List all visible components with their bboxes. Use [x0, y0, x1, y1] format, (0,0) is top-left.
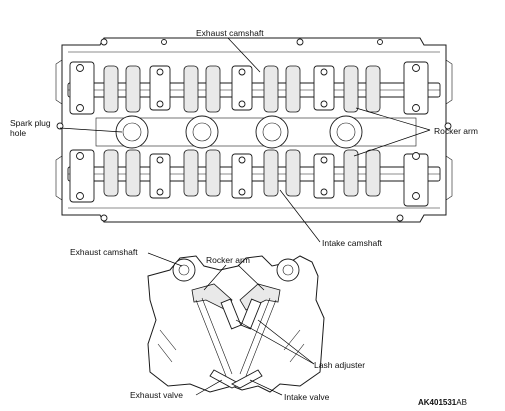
label-exhaust-camshaft-top: Exhaust camshaft: [196, 28, 264, 38]
section-intake-camshaft: [276, 258, 300, 282]
leader-lines: [59, 37, 431, 396]
rocker-arms-upper: [103, 65, 381, 113]
label-rocker-arm-bottom: Rocker arm: [206, 255, 250, 265]
rocker-arms-lower: [103, 149, 381, 197]
label-lash-adjuster: Lash adjuster: [314, 360, 366, 370]
cylinder-head-cross-section: [147, 255, 325, 393]
figure-code-main: AK401531: [418, 398, 457, 407]
label-exhaust-camshaft-bottom: Exhaust camshaft: [70, 247, 138, 257]
spark-plug-holes: [115, 115, 363, 149]
section-exhaust-camshaft: [172, 258, 196, 282]
intake-camshaft: [67, 166, 441, 182]
label-intake-camshaft: Intake camshaft: [322, 238, 383, 248]
bearing-caps: [69, 61, 429, 207]
section-lash-adjusters: [220, 298, 262, 330]
figure-code: AK401531AB: [418, 398, 467, 408]
exhaust-camshaft: [67, 82, 441, 98]
figure-code-suffix: AB: [456, 398, 467, 407]
label-intake-valve: Intake valve: [284, 392, 330, 402]
label-rocker-arm-right: Rocker arm: [434, 126, 478, 136]
label-spark-plug-hole: Spark plug hole: [10, 118, 51, 138]
label-exhaust-valve: Exhaust valve: [130, 390, 183, 400]
cylinder-head-top-view: [55, 37, 453, 223]
section-valves: [195, 297, 277, 389]
cylinder-head-bolts: [56, 38, 452, 222]
